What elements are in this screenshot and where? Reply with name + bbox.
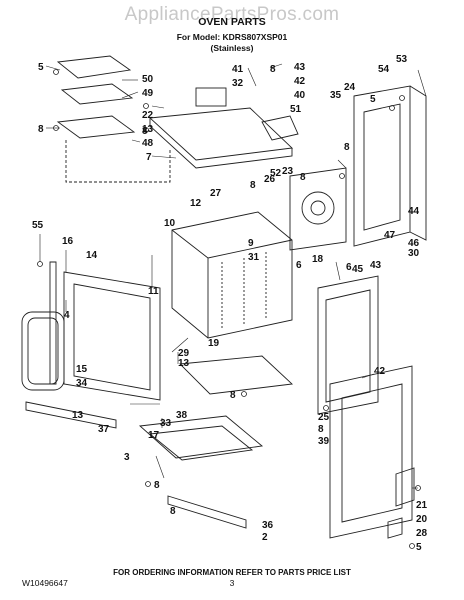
part-label-8: 8: [250, 180, 256, 191]
leader-lines: [39, 63, 427, 489]
part-label-18: 18: [312, 254, 324, 265]
part-label-21: 21: [416, 500, 428, 511]
part-label-13: 13: [142, 124, 154, 135]
watermark: AppliancePartsPros.com: [124, 4, 340, 25]
part-label-43: 43: [370, 260, 382, 271]
part-label-5: 5: [370, 94, 376, 105]
screws: [37, 69, 421, 549]
part-label-29: 29: [178, 348, 190, 359]
part-label-52: 52: [270, 168, 282, 179]
part-label-46: 46: [408, 238, 420, 249]
rear-panel: [353, 85, 427, 247]
part-label-24: 24: [344, 82, 356, 93]
hinge-bracket: [387, 467, 415, 539]
part-label-8: 8: [142, 126, 148, 137]
part-label-50: 50: [142, 74, 154, 85]
bottom-vent-strip: [25, 401, 117, 429]
convection-assembly: [289, 167, 347, 251]
front-frame: [49, 261, 161, 401]
part-label-33: 33: [160, 418, 172, 429]
page-number: 3: [229, 578, 235, 588]
part-label-39: 39: [318, 436, 330, 447]
part-label-47: 47: [384, 230, 396, 241]
bottom-panel: [138, 355, 294, 529]
part-label-8: 8: [38, 124, 44, 135]
part-label-8: 8: [344, 142, 350, 153]
part-label-8: 8: [318, 424, 324, 435]
part-label-49: 49: [142, 88, 154, 99]
part-label-6: 6: [296, 260, 302, 271]
part-label-13: 13: [178, 358, 190, 369]
part-label-53: 53: [396, 54, 408, 65]
part-label-26: 26: [264, 174, 276, 185]
model-line: For Model: KDRS807XSP01: [176, 32, 288, 42]
part-label-3: 3: [124, 452, 130, 463]
part-label-44: 44: [408, 206, 420, 217]
part-label-31: 31: [248, 252, 260, 263]
part-label-19: 19: [208, 338, 220, 349]
part-label-5: 5: [416, 542, 422, 553]
part-label-42: 42: [294, 76, 306, 87]
part-label-9: 9: [248, 238, 254, 249]
part-label-54: 54: [378, 64, 390, 75]
control-panel-assembly: [148, 87, 299, 169]
part-label-42: 42: [374, 366, 386, 377]
door-gasket: [21, 311, 65, 391]
part-label-28: 28: [416, 528, 428, 539]
part-label-51: 51: [290, 104, 302, 115]
part-label-11: 11: [148, 286, 159, 297]
part-label-36: 36: [262, 520, 274, 531]
part-label-23: 23: [282, 166, 294, 177]
part-label-7: 7: [146, 152, 152, 163]
part-label-10: 10: [164, 218, 176, 229]
part-label-35: 35: [330, 90, 342, 101]
door-outer-panel: [329, 365, 413, 539]
ordering-note: FOR ORDERING INFORMATION REFER TO PARTS …: [113, 568, 351, 577]
part-label-48: 48: [142, 138, 154, 149]
part-label-30: 30: [408, 248, 420, 259]
top-bracket-assembly: [56, 55, 171, 183]
part-label-17: 17: [148, 430, 160, 441]
part-label-45: 45: [352, 264, 364, 275]
part-label-37: 37: [98, 424, 110, 435]
part-label-55: 55: [32, 220, 44, 231]
part-label-41: 41: [232, 64, 244, 75]
part-label-38: 38: [176, 410, 188, 421]
part-label-8: 8: [154, 480, 160, 491]
part-label-15: 15: [76, 364, 88, 375]
part-label-12: 12: [190, 198, 202, 209]
part-label-16: 16: [62, 236, 74, 247]
part-label-27: 27: [210, 188, 222, 199]
part-label-8: 8: [270, 64, 276, 75]
part-label-5: 5: [38, 62, 44, 73]
part-label-43: 43: [294, 62, 306, 73]
part-label-32: 32: [232, 78, 244, 89]
part-label-8: 8: [230, 390, 236, 401]
oven-cavity: [171, 211, 293, 339]
part-label-14: 14: [86, 250, 98, 261]
part-label-34: 34: [76, 378, 88, 389]
page-title: OVEN PARTS: [198, 16, 266, 28]
part-label-6: 6: [346, 262, 352, 273]
door-inner-panel: [317, 275, 379, 415]
part-label-13: 13: [72, 410, 84, 421]
part-label-25: 25: [318, 412, 330, 423]
part-label-8: 8: [170, 506, 176, 517]
part-label-20: 20: [416, 514, 428, 525]
part-label-8: 8: [300, 172, 306, 183]
part-label-40: 40: [294, 90, 306, 101]
part-label-4: 4: [64, 310, 70, 321]
part-label-2: 2: [262, 532, 268, 543]
finish-line: (Stainless): [210, 43, 254, 53]
document-number: W10496647: [22, 578, 68, 588]
part-label-22: 22: [142, 110, 154, 121]
